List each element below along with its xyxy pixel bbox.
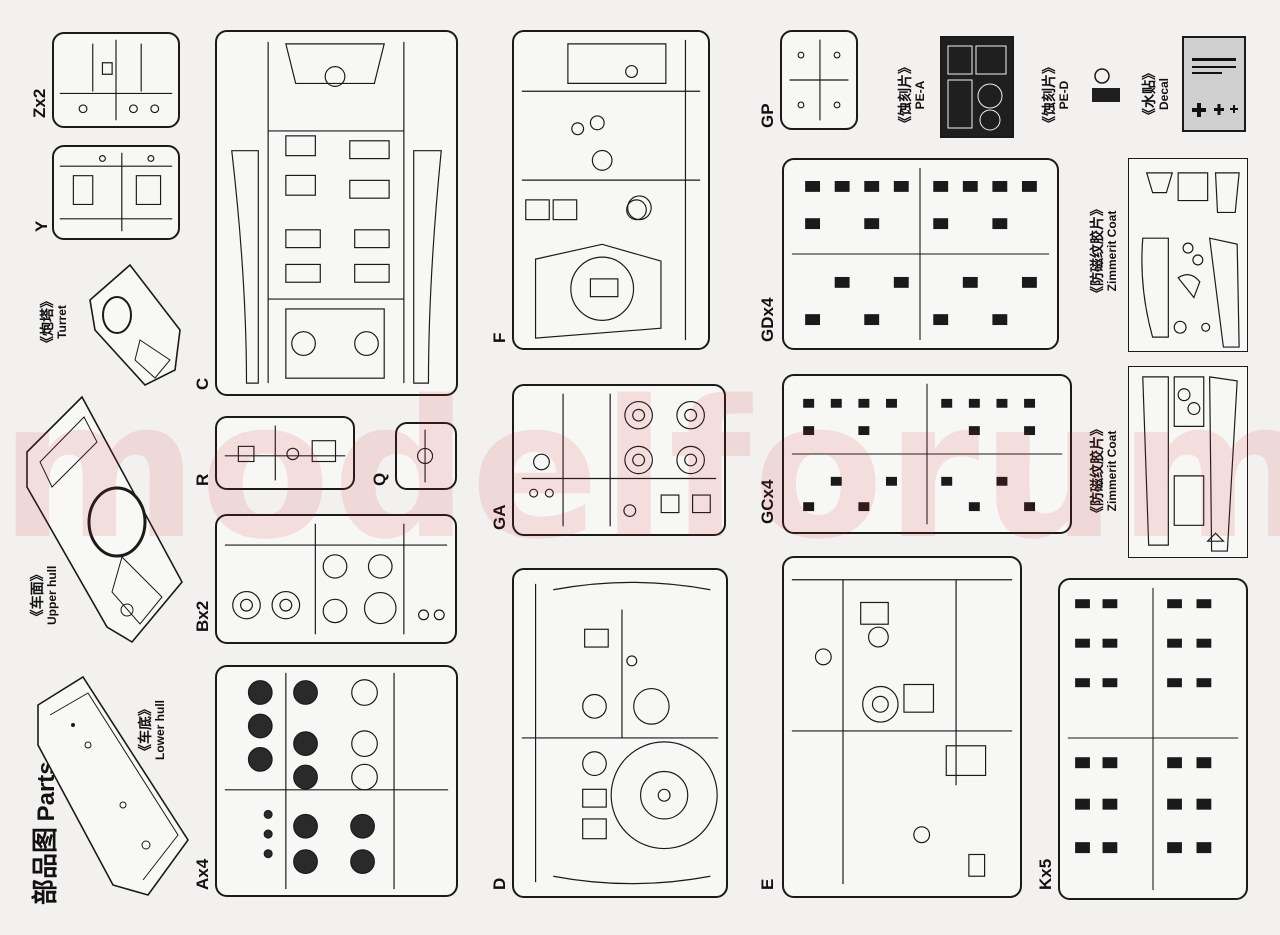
label-gdx4: GDx4 <box>758 297 777 342</box>
pe-a-label-en: PE-A <box>913 80 928 110</box>
zimmerit-1-label-cn: 《防磁纹胶片》 <box>1090 202 1106 300</box>
upper-hull-label-cn: 《车面》 <box>30 567 46 624</box>
pe-d-label: 《蚀刻片》 PE-D <box>1042 60 1072 130</box>
upper-hull-drawing <box>26 395 183 644</box>
label-ax4: Ax4 <box>193 858 212 890</box>
sprue-r <box>215 416 355 490</box>
sprue-zx2 <box>52 32 180 128</box>
pe-a-sheet <box>940 36 1014 138</box>
sprue-gdx4 <box>782 158 1059 350</box>
turret-drawing <box>89 263 181 386</box>
pe-a-label-cn: 《蚀刻片》 <box>898 60 914 130</box>
pe-d-label-en: PE-D <box>1057 80 1072 110</box>
label-gcx4: GCx4 <box>758 479 777 524</box>
sprue-y <box>52 145 180 240</box>
upper-hull-label: 《车面》 Upper hull <box>30 566 60 625</box>
label-gp: GP <box>758 103 777 128</box>
label-y: Y <box>32 220 51 232</box>
decal-label-cn: 《水贴》 <box>1142 66 1158 122</box>
lower-hull-label-en: Lower hull <box>153 700 168 760</box>
label-e: E <box>758 878 777 890</box>
label-r: R <box>193 473 212 486</box>
turret-label-cn: 《炮塔》 <box>40 294 56 350</box>
label-ga: GA <box>490 504 509 531</box>
turret-label-en: Turret <box>55 305 70 339</box>
label-d: D <box>490 877 509 890</box>
lower-hull-label-cn: 《车底》 <box>138 702 154 758</box>
sprue-f <box>512 30 710 350</box>
label-c: C <box>193 377 212 390</box>
sprue-e <box>782 556 1022 898</box>
zimmerit-sheet-2 <box>1128 366 1248 558</box>
sprue-bx2 <box>215 514 457 644</box>
label-bx2: Bx2 <box>193 600 212 632</box>
sprue-kx5 <box>1058 578 1248 900</box>
sprue-ga <box>512 384 726 536</box>
pe-d-part <box>1092 68 1120 102</box>
sprue-q <box>395 422 457 490</box>
zimmerit-2-label-en: Zimmerit Coat <box>1105 430 1120 512</box>
sprue-c <box>215 30 458 396</box>
zimmerit-sheet-1 <box>1128 158 1248 352</box>
label-f: F <box>490 332 509 343</box>
decal-label-en: Decal <box>1157 77 1172 111</box>
zimmerit-1-label: 《防磁纹胶片》 Zimmerit Coat <box>1090 202 1120 300</box>
decal-sheet <box>1182 36 1246 132</box>
sprue-ax4 <box>215 665 458 897</box>
zimmerit-1-label-en: Zimmerit Coat <box>1105 210 1120 292</box>
pe-d-label-cn: 《蚀刻片》 <box>1042 60 1058 130</box>
lower-hull-label: 《车底》 Lower hull <box>138 700 168 760</box>
label-q: Q <box>370 472 389 486</box>
zimmerit-2-label-cn: 《防磁纹胶片》 <box>1090 422 1106 520</box>
sprue-gcx4 <box>782 374 1072 534</box>
pe-a-label: 《蚀刻片》 PE-A <box>898 60 928 130</box>
zimmerit-2-label: 《防磁纹胶片》 Zimmerit Coat <box>1090 422 1120 520</box>
decal-label: 《水贴》 Decal <box>1142 66 1172 122</box>
label-zx2: Zx2 <box>30 88 49 118</box>
sprue-gp <box>780 30 858 130</box>
lower-hull-drawing <box>37 675 189 896</box>
sprue-d <box>512 568 728 898</box>
turret-label: 《炮塔》 Turret <box>40 294 70 350</box>
label-kx5: Kx5 <box>1036 858 1055 890</box>
upper-hull-label-en: Upper hull <box>45 565 60 625</box>
